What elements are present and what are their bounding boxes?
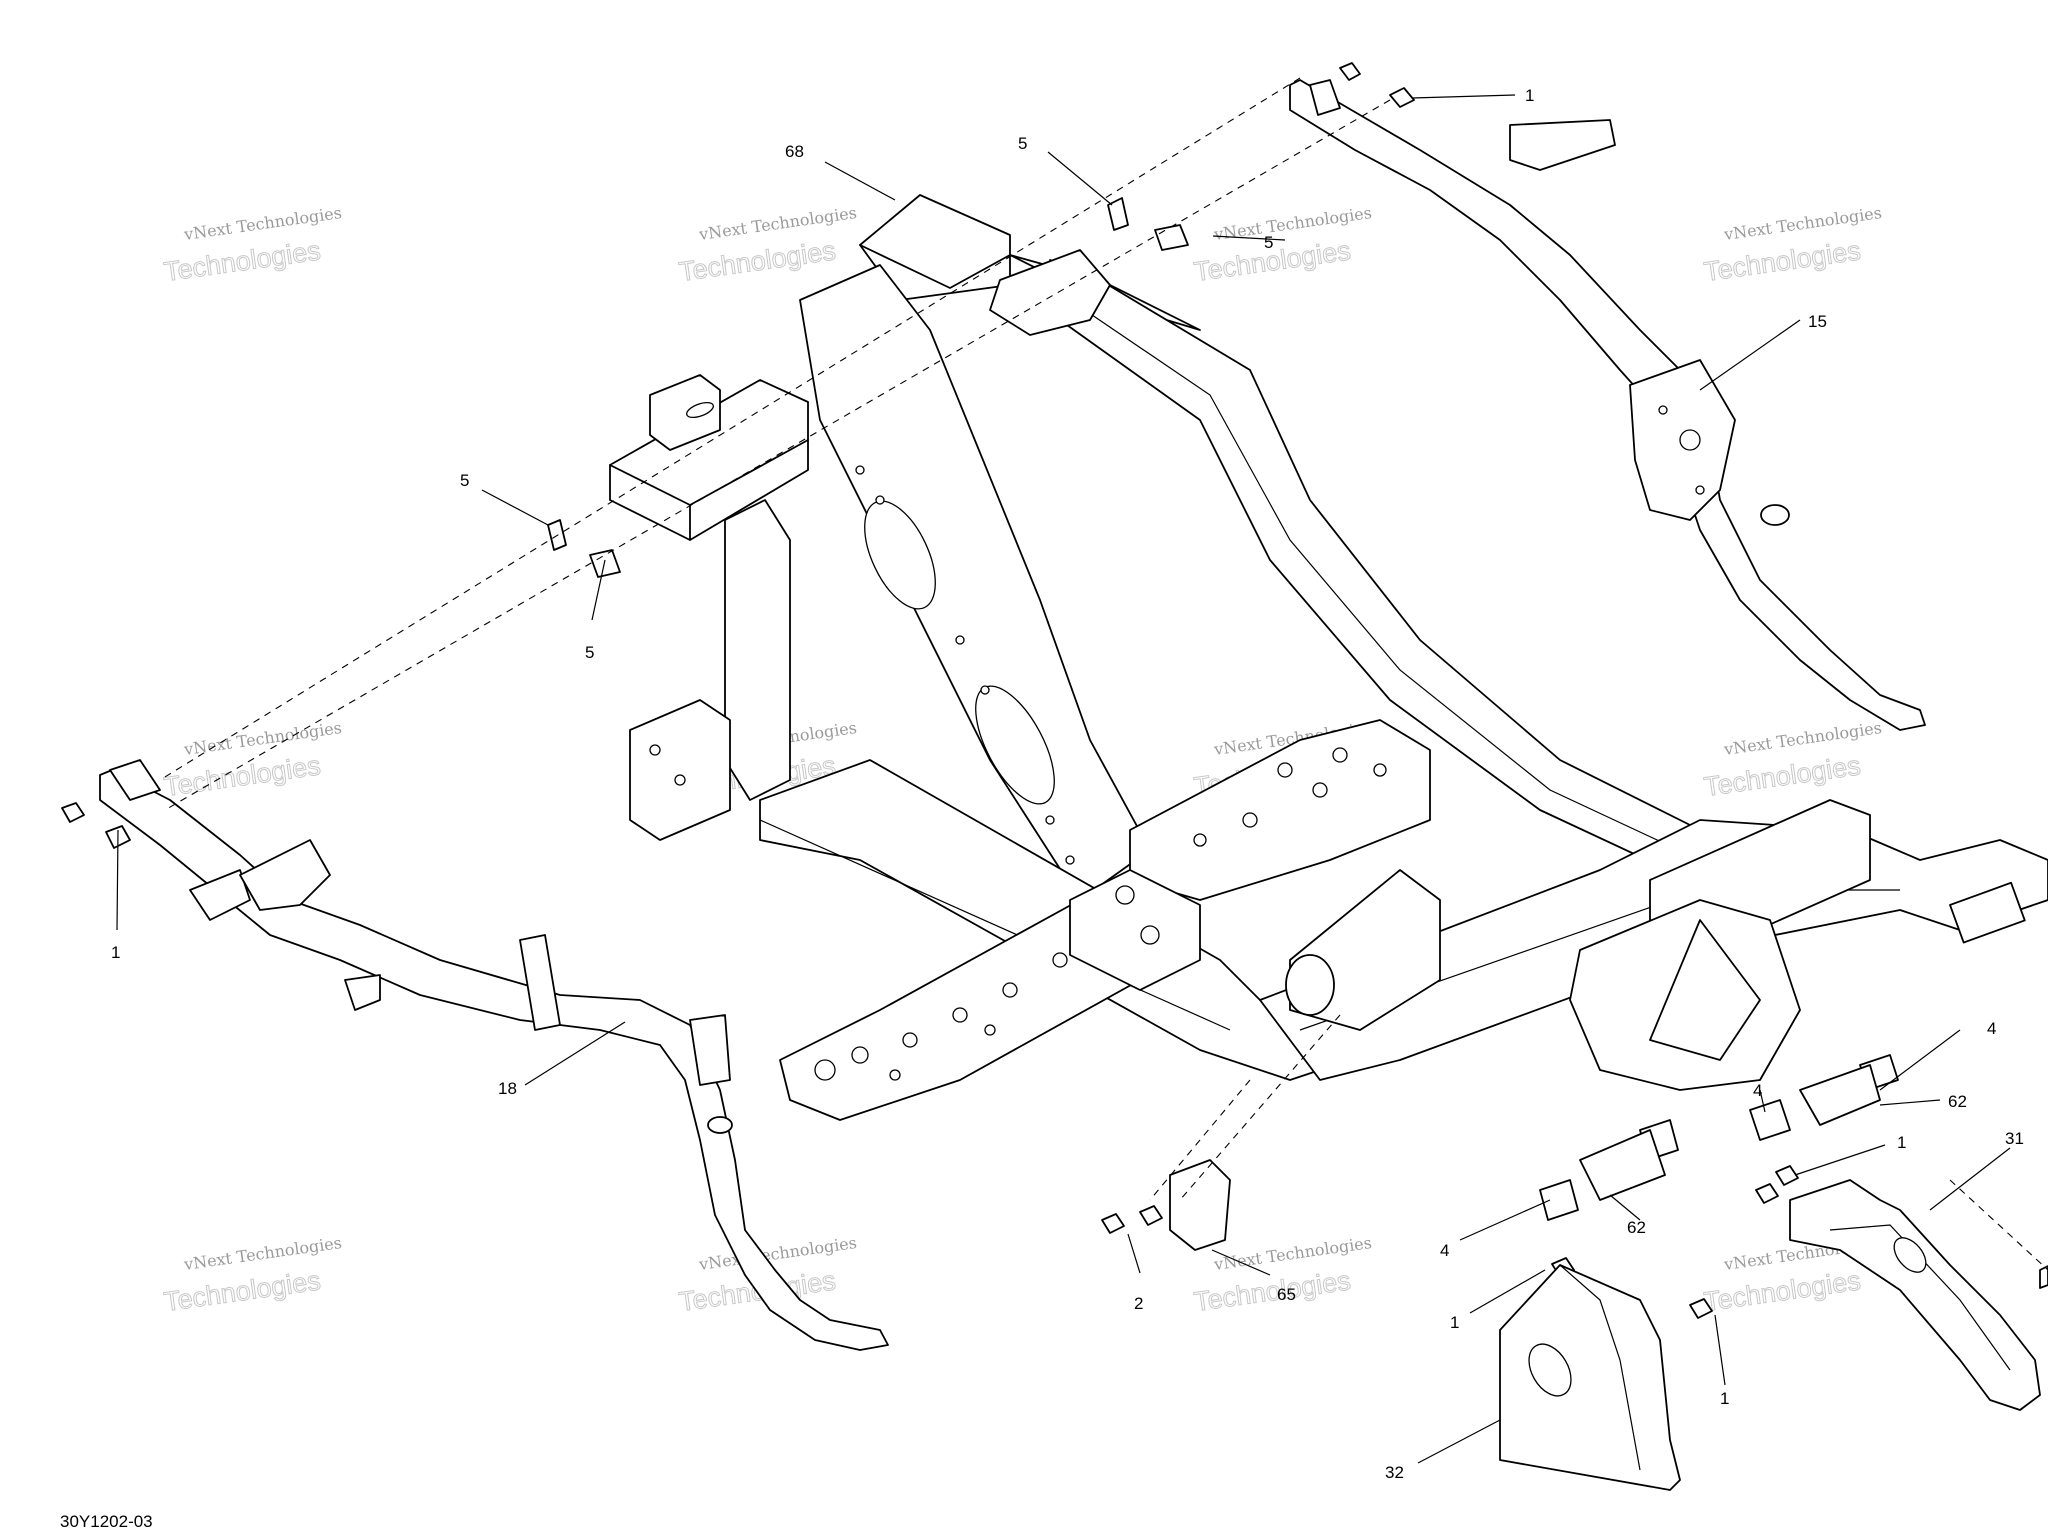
svg-text:vNext Technologies: vNext Technologies bbox=[697, 203, 858, 244]
callout-1: 1 bbox=[1897, 1133, 1906, 1152]
part-18-tube-left bbox=[99, 759, 889, 1351]
svg-text:vNext Technologies: vNext Technologies bbox=[182, 1233, 343, 1274]
callout-62: 62 bbox=[1948, 1092, 1967, 1111]
leader-lines bbox=[116, 94, 2011, 1464]
watermark: vNext Technologies Technologies bbox=[162, 203, 343, 288]
bolt-icon bbox=[1101, 1213, 1125, 1234]
drawing-number: 30Y1202-03 bbox=[60, 1512, 153, 1531]
clip-icon bbox=[1107, 197, 1129, 231]
callout-31: 31 bbox=[2005, 1129, 2024, 1148]
callout-68: 68 bbox=[785, 142, 804, 161]
callout-62: 62 bbox=[1627, 1218, 1646, 1237]
part-15-tube-right bbox=[1289, 79, 1926, 731]
callout-4: 4 bbox=[1753, 1081, 1762, 1100]
svg-text:vNext Technologies: vNext Technologies bbox=[697, 1233, 858, 1274]
callout-1: 1 bbox=[111, 943, 120, 962]
bolt-icon bbox=[1339, 62, 1361, 81]
plate-62 bbox=[1579, 1129, 1666, 1201]
svg-text:vNext Technologies: vNext Technologies bbox=[1212, 1233, 1373, 1274]
callout-2: 2 bbox=[1134, 1294, 1143, 1313]
watermark: vNext Technologies Technologies bbox=[677, 203, 858, 288]
bracket-31 bbox=[1789, 1179, 2041, 1411]
callout-18: 18 bbox=[498, 1079, 517, 1098]
watermark: vNext Technologies Technologies bbox=[1702, 718, 1883, 803]
callout-5: 5 bbox=[1264, 233, 1273, 252]
callout-4: 4 bbox=[1440, 1241, 1449, 1260]
callout-1: 1 bbox=[1450, 1313, 1459, 1332]
callout-5: 5 bbox=[460, 471, 469, 490]
main-frame bbox=[609, 194, 2048, 1121]
callouts: 1 68 5 5 15 5 5 1 18 4 62 4 1 31 62 4 2 … bbox=[111, 86, 2024, 1482]
bolt-icon bbox=[2039, 1265, 2048, 1289]
dashed-lines bbox=[159, 77, 2048, 1271]
bolt-icon bbox=[61, 802, 85, 823]
bolt-icon bbox=[1389, 87, 1415, 108]
svg-text:vNext Technologies: vNext Technologies bbox=[182, 203, 343, 244]
clip-icon bbox=[1539, 1179, 1579, 1221]
callout-32: 32 bbox=[1385, 1463, 1404, 1482]
watermark: vNext Technologies Technologies bbox=[1192, 1233, 1373, 1318]
watermark: vNext Technologies Technologies bbox=[162, 1233, 343, 1318]
bolt-icon bbox=[1139, 1205, 1163, 1226]
callout-5: 5 bbox=[1018, 134, 1027, 153]
callout-1: 1 bbox=[1525, 86, 1534, 105]
clip-icon bbox=[1749, 1099, 1791, 1141]
bracket-65 bbox=[1169, 1159, 1231, 1251]
callout-1: 1 bbox=[1720, 1389, 1729, 1408]
callout-65: 65 bbox=[1277, 1285, 1296, 1304]
clip-icon bbox=[1154, 224, 1189, 251]
watermark: vNext Technologies Technologies bbox=[1702, 203, 1883, 288]
bolt-icon bbox=[1755, 1183, 1779, 1204]
bolt-icon bbox=[1775, 1165, 1799, 1186]
watermark: vNext Technologies Technologies bbox=[162, 718, 343, 803]
svg-text:vNext Technologies: vNext Technologies bbox=[1722, 203, 1883, 244]
watermark: vNext Technologies Technologies bbox=[1192, 203, 1373, 288]
callout-5: 5 bbox=[585, 643, 594, 662]
svg-text:vNext Technologies: vNext Technologies bbox=[1722, 718, 1883, 759]
callout-15: 15 bbox=[1808, 312, 1827, 331]
callout-4: 4 bbox=[1987, 1019, 1996, 1038]
bolt-icon bbox=[1689, 1298, 1713, 1319]
bracket-32 bbox=[1499, 1264, 1681, 1491]
svg-text:vNext Technologies: vNext Technologies bbox=[1212, 203, 1373, 244]
clip-icon bbox=[589, 549, 621, 578]
plate-62 bbox=[1799, 1064, 1881, 1126]
